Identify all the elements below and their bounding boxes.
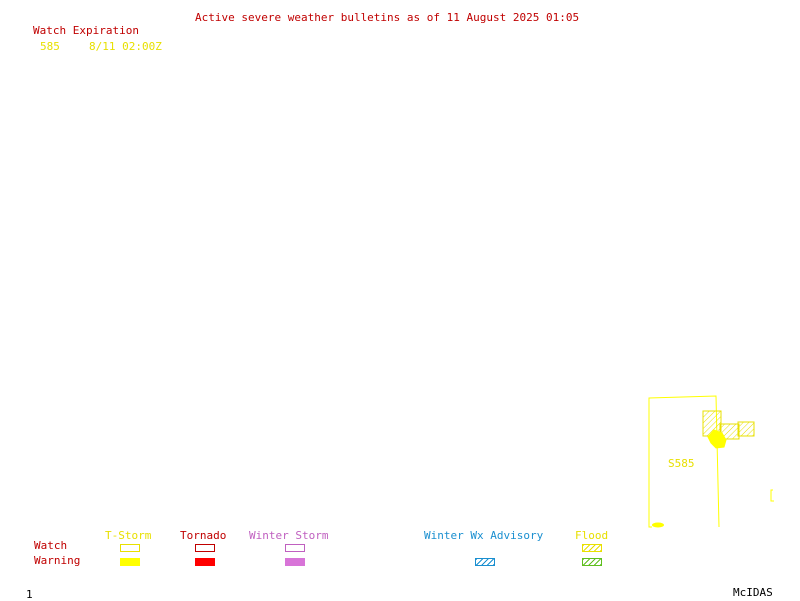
flood-area-3 (737, 421, 755, 437)
watch-box-label: S585 (668, 457, 695, 470)
software-label: McIDAS (733, 586, 773, 599)
watch-expiration-heading: Watch Expiration (33, 24, 139, 37)
legend-winter-storm-label: Winter Storm (249, 529, 329, 542)
legend-tstorm-label: T-Storm (105, 529, 152, 542)
watch-expiration-time: 8/11 02:00Z (89, 40, 162, 53)
legend-tornado-label: Tornado (180, 529, 227, 542)
tstorm-warning-small (652, 522, 664, 528)
tstorm-watch-swatch (120, 544, 140, 552)
flood-warning-swatch (582, 558, 602, 566)
winter-storm-watch-swatch (285, 544, 305, 552)
bulletin-title: Active severe weather bulletins as of 11… (195, 11, 580, 24)
tornado-warning-swatch (195, 558, 215, 566)
legend-winter-wx-advisory-label: Winter Wx Advisory (424, 529, 544, 542)
tstorm-warning-area (707, 429, 727, 449)
edge-mark (770, 489, 774, 502)
tornado-watch-swatch (195, 544, 215, 552)
legend-watch-row-label: Watch (34, 539, 68, 552)
legend-flood-label: Flood (575, 529, 609, 542)
winter-wx-advisory-swatch (475, 558, 495, 566)
tstorm-warning-swatch (120, 558, 140, 566)
watch-number: 585 (40, 40, 60, 53)
legend-warning-row-label: Warning (34, 554, 81, 567)
flood-watch-swatch (582, 544, 602, 552)
frame-number: 1 (26, 588, 33, 601)
winter-storm-warning-swatch (285, 558, 305, 566)
